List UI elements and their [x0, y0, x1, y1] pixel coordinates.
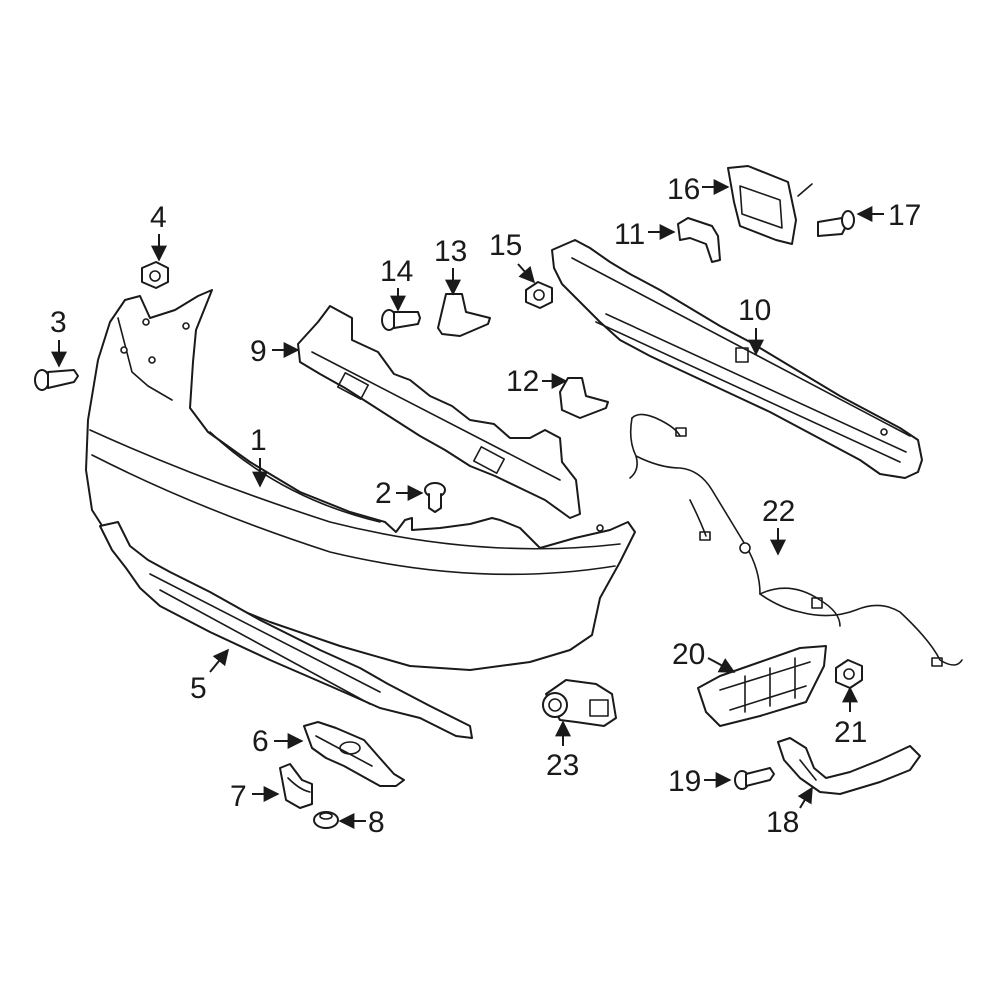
- callout-9: 9: [250, 335, 300, 368]
- clip-7: [279, 763, 313, 809]
- callout-4: 4: [150, 201, 167, 262]
- callout-15: 15: [489, 229, 536, 284]
- leader-arrow-18: [797, 786, 813, 809]
- push-pin: [424, 482, 446, 513]
- nut-4: [141, 261, 169, 289]
- bumper-cover: [85, 289, 636, 671]
- callout-5: 5: [190, 648, 230, 705]
- tow-bracket: [303, 721, 405, 787]
- callout-21: 21: [834, 686, 867, 749]
- callout-18: 18: [766, 786, 813, 839]
- callout-label-14: 14: [380, 255, 413, 288]
- bracket-12: [559, 377, 609, 419]
- bolt-3: [34, 369, 79, 391]
- side-bracket: [777, 737, 921, 795]
- lower-valance: [99, 521, 473, 739]
- callout-10: 10: [738, 294, 771, 356]
- parking-sensor: [542, 679, 617, 727]
- callout-label-1: 1: [250, 424, 267, 457]
- sensor-bracket: [727, 165, 813, 245]
- callout-label-5: 5: [190, 672, 207, 705]
- callout-14: 14: [380, 255, 413, 312]
- screw-19: [734, 767, 775, 790]
- callout-label-6: 6: [252, 725, 269, 758]
- callout-label-19: 19: [668, 765, 701, 798]
- callout-label-8: 8: [368, 806, 385, 839]
- bracket-13: [437, 293, 491, 337]
- callout-17: 17: [856, 199, 921, 232]
- callout-22: 22: [762, 495, 795, 556]
- callout-label-2: 2: [375, 477, 392, 510]
- callout-20: 20: [672, 638, 736, 673]
- callout-13: 13: [434, 235, 467, 296]
- callout-label-3: 3: [50, 306, 67, 339]
- bolt-17: [817, 210, 855, 237]
- leader-arrow-15: [517, 263, 536, 284]
- callout-23: 23: [546, 720, 579, 782]
- callout-label-11: 11: [614, 218, 645, 251]
- leader-arrow-5: [209, 648, 230, 673]
- retainer-20: [697, 645, 827, 727]
- callout-19: 19: [668, 765, 732, 798]
- callout-label-21: 21: [834, 716, 867, 749]
- callout-12: 12: [506, 365, 568, 398]
- wire-harness: [629, 413, 963, 667]
- callout-label-12: 12: [506, 365, 539, 398]
- callout-label-16: 16: [667, 173, 700, 206]
- callout-1: 1: [250, 424, 268, 488]
- leader-arrow-20: [707, 657, 736, 673]
- nut-21: [835, 659, 863, 689]
- callout-label-15: 15: [489, 229, 522, 262]
- callout-label-18: 18: [766, 806, 799, 839]
- callout-label-23: 23: [546, 749, 579, 782]
- callout-label-13: 13: [434, 235, 467, 268]
- callout-8: 8: [338, 806, 385, 839]
- nut-15: [525, 281, 553, 309]
- callout-label-10: 10: [738, 294, 771, 327]
- callout-label-9: 9: [250, 335, 267, 368]
- callout-2: 2: [375, 477, 424, 510]
- callout-11: 11: [614, 218, 676, 251]
- reinforcement-bar: [551, 239, 923, 479]
- energy-absorber: [297, 305, 581, 519]
- screw-14: [381, 309, 421, 331]
- nut-8: [313, 811, 339, 829]
- callout-label-4: 4: [150, 201, 167, 234]
- callout-7: 7: [230, 780, 280, 813]
- callout-3: 3: [50, 306, 67, 368]
- callout-label-17: 17: [888, 199, 921, 232]
- callout-label-22: 22: [762, 495, 795, 528]
- bracket-11: [677, 217, 721, 263]
- callout-label-7: 7: [230, 780, 247, 813]
- callout-6: 6: [252, 725, 304, 758]
- callout-label-20: 20: [672, 638, 705, 671]
- callout-16: 16: [667, 173, 730, 206]
